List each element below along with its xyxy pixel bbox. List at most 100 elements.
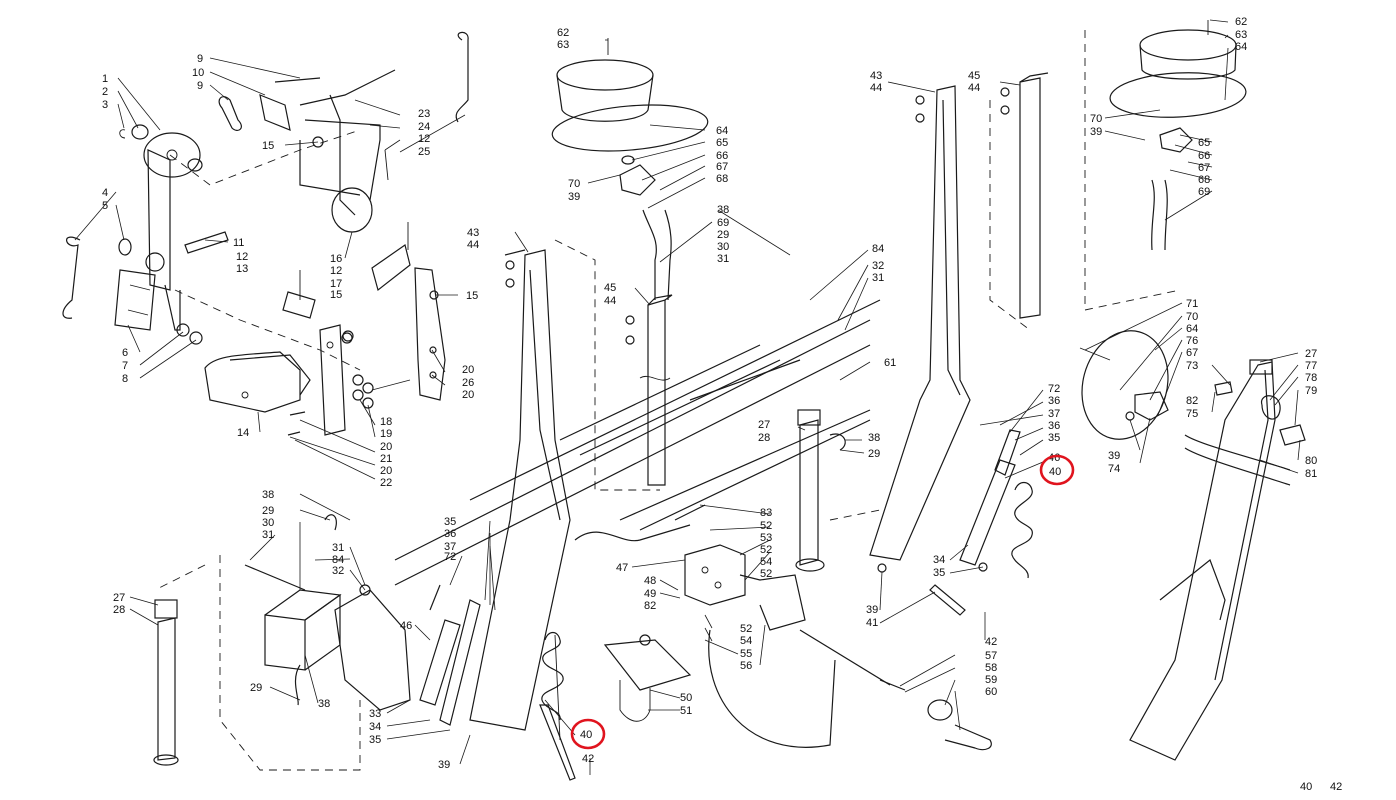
callout-44d: 44	[968, 82, 980, 94]
callout-84a: 84	[872, 243, 884, 255]
callout-64c: 64	[1186, 323, 1198, 335]
callout-1: 1	[102, 73, 108, 85]
callout-39e: 39	[438, 759, 450, 771]
callout-67a: 67	[716, 161, 728, 173]
callout-29c: 29	[262, 505, 274, 517]
callout-34b: 34	[369, 721, 381, 733]
callout-27a: 27	[758, 419, 770, 431]
callout-47: 47	[616, 562, 628, 574]
right-center-arm	[869, 72, 1049, 616]
callout-66a: 66	[716, 150, 728, 162]
callout-39d: 39	[1108, 450, 1120, 462]
callout-44a: 44	[604, 295, 616, 307]
left-post	[153, 599, 179, 766]
callout-83: 83	[760, 507, 772, 519]
callout-38b: 38	[868, 432, 880, 444]
left-arm	[419, 249, 576, 781]
callout-72b: 72	[444, 551, 456, 563]
callout-13: 13	[236, 263, 248, 275]
part-40-highlights	[570, 454, 1075, 750]
callout-35b: 35	[933, 567, 945, 579]
callout-35c: 35	[444, 516, 456, 528]
callout-46b: 46	[400, 620, 412, 632]
callout-42a: 42	[582, 753, 594, 765]
callout-72a: 72	[1048, 383, 1060, 395]
callout-5: 5	[102, 200, 108, 212]
callout-29b: 29	[868, 448, 880, 460]
callout-28a: 28	[758, 432, 770, 444]
callout-57: 57	[985, 650, 997, 662]
callout-44c: 44	[870, 82, 882, 94]
callout-67c: 67	[1186, 347, 1198, 359]
callout-79: 79	[1305, 385, 1317, 397]
callout-64a: 64	[716, 125, 728, 137]
callout-65a: 65	[716, 137, 728, 149]
callout-39c: 39	[1090, 126, 1102, 138]
callout-7: 7	[122, 360, 128, 372]
callout-27c: 27	[113, 592, 125, 604]
callout-18: 18	[380, 416, 392, 428]
callout-56: 56	[740, 660, 752, 672]
callout-43b: 43	[870, 70, 882, 82]
callout-62b: 62	[1235, 16, 1247, 28]
callout-39b: 39	[866, 604, 878, 616]
callout-84b: 84	[332, 554, 344, 566]
callout-2: 2	[102, 86, 108, 98]
callout-52d: 52	[740, 623, 752, 635]
callout-19: 19	[380, 428, 392, 440]
callout-45a: 45	[604, 282, 616, 294]
callout-54b: 54	[740, 635, 752, 647]
callout-33: 33	[369, 708, 381, 720]
callout-38d: 38	[318, 698, 330, 710]
callout-32b: 32	[332, 565, 344, 577]
callout-60: 60	[985, 686, 997, 698]
callout-59: 59	[985, 674, 997, 686]
callout-36a: 36	[1048, 395, 1060, 407]
callout-39a: 39	[568, 191, 580, 203]
callout-75: 75	[1186, 408, 1198, 420]
callout-31b: 31	[717, 253, 729, 265]
callout-51: 51	[680, 705, 692, 717]
callout-44b: 44	[467, 239, 479, 251]
callout-31c: 31	[262, 529, 274, 541]
callout-50: 50	[680, 692, 692, 704]
callout-22: 22	[380, 477, 392, 489]
callout-29d: 29	[250, 682, 262, 694]
callout-32a: 32	[872, 260, 884, 272]
callout-53: 53	[760, 532, 772, 544]
highlight-circle-40-left	[570, 718, 606, 750]
callout-65b: 65	[1198, 137, 1210, 149]
callout-15c: 15	[466, 290, 478, 302]
callout-35a: 35	[1048, 432, 1060, 444]
callout-71: 71	[1186, 298, 1198, 310]
callout-38a: 38	[717, 204, 729, 216]
center-disc-assembly	[551, 38, 709, 301]
callout-81: 81	[1305, 468, 1317, 480]
callout-24: 24	[418, 121, 430, 133]
callout-10: 10	[192, 67, 204, 79]
callout-11: 11	[233, 237, 244, 249]
callout-16: 16	[330, 253, 342, 265]
callout-20b: 20	[380, 465, 392, 477]
callout-35d: 35	[369, 734, 381, 746]
callout-20d: 20	[462, 389, 474, 401]
callout-55: 55	[740, 648, 752, 660]
callout-12a: 12	[236, 251, 248, 263]
callout-23: 23	[418, 108, 430, 120]
callout-20c: 20	[462, 364, 474, 376]
callout-4: 4	[102, 187, 108, 199]
callout-68b: 68	[1198, 174, 1210, 186]
hydraulic-block	[574, 504, 992, 751]
callout-63a: 63	[557, 39, 569, 51]
callout-15b: 15	[330, 289, 342, 301]
callout-76: 76	[1186, 335, 1198, 347]
callout-66b: 66	[1198, 150, 1210, 162]
callout-31d: 31	[332, 542, 344, 554]
callout-17: 17	[330, 278, 342, 290]
callout-68a: 68	[716, 173, 728, 185]
callout-64b: 64	[1235, 41, 1247, 53]
callout-52c: 52	[760, 568, 772, 580]
callout-25: 25	[418, 146, 430, 158]
